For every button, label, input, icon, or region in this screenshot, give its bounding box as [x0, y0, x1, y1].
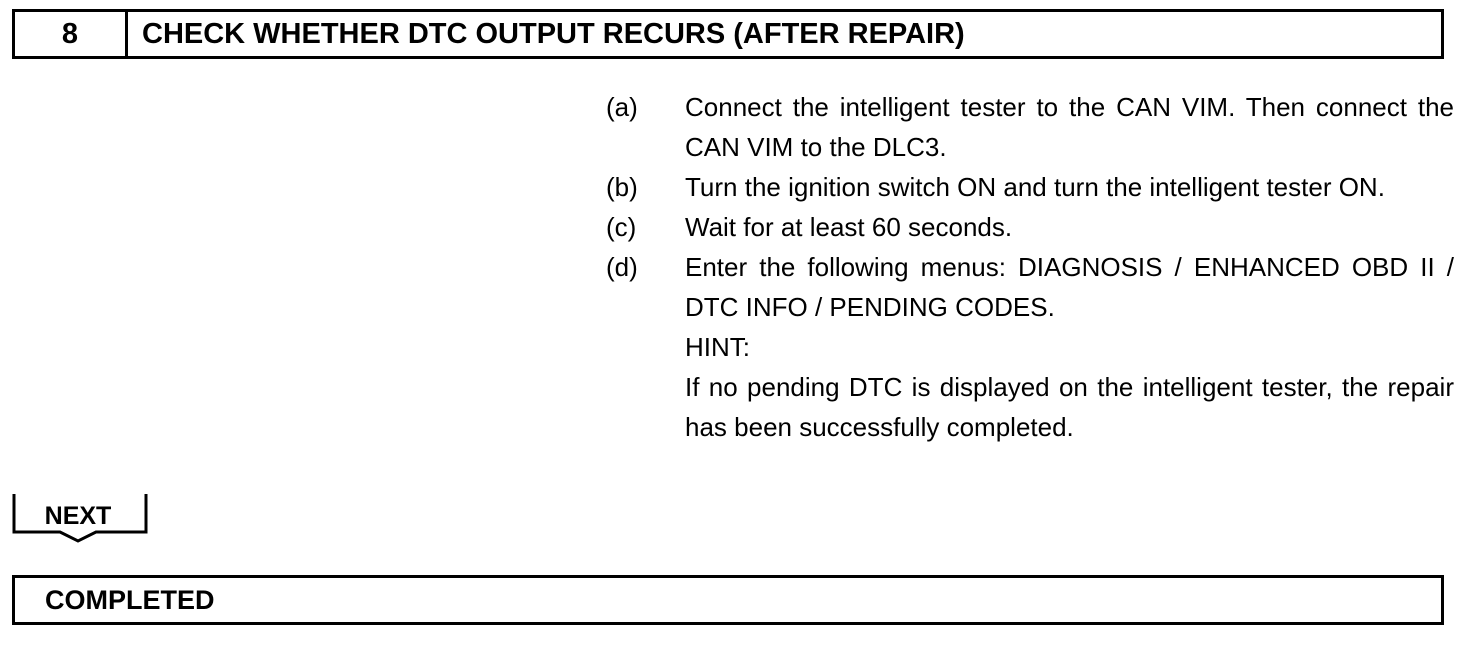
step-text: Turn the ignition switch ON and turn the… — [685, 172, 1385, 202]
step-letter: (a) — [606, 92, 638, 122]
next-button[interactable]: NEXT — [12, 492, 150, 544]
step-text: Wait for at least 60 seconds. — [685, 212, 1013, 242]
step-letter: (b) — [606, 172, 638, 202]
step-header: 8 CHECK WHETHER DTC OUTPUT RECURS (AFTER… — [12, 9, 1444, 59]
procedure-step-b: (b) Turn the ignition switch ON and turn… — [606, 167, 1454, 207]
step-letter: (d) — [606, 252, 638, 282]
step-number: 8 — [15, 12, 128, 56]
procedure-step-d: (d) Enter the following menus: DIAGNOSIS… — [606, 247, 1454, 447]
result-label: COMPLETED — [45, 584, 215, 615]
next-label: NEXT — [44, 502, 112, 530]
procedure-list: (a) Connect the intelligent tester to th… — [606, 87, 1454, 447]
step-letter: (c) — [606, 212, 637, 242]
hint-label: HINT: — [685, 332, 750, 362]
hint-text: If no pending DTC is displayed on the in… — [685, 372, 1454, 442]
step-text: Enter the following menus: DIAGNOSIS / E… — [685, 252, 1454, 322]
step-title: CHECK WHETHER DTC OUTPUT RECURS (AFTER R… — [142, 17, 965, 50]
next-arrow-frame — [12, 494, 148, 543]
step-text: Connect the intelligent tester to the CA… — [685, 92, 1454, 162]
procedure-step-c: (c) Wait for at least 60 seconds. — [606, 207, 1454, 247]
procedure-step-a: (a) Connect the intelligent tester to th… — [606, 87, 1454, 167]
result-box: COMPLETED — [12, 575, 1444, 625]
